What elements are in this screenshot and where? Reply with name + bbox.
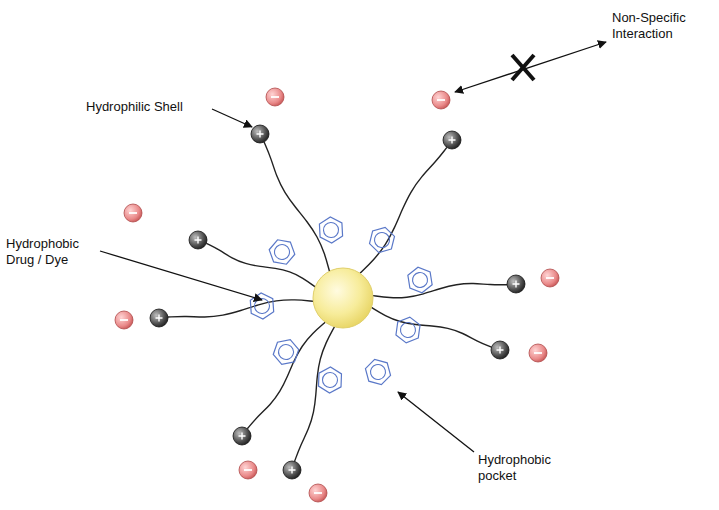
anion-ball: [124, 204, 142, 222]
core-sphere: [313, 268, 373, 328]
cation-ball: [150, 309, 168, 327]
benzene-ring: [364, 357, 392, 388]
benzene-ring: [271, 336, 301, 368]
polymer-chain: [264, 142, 329, 271]
ring-outline: [395, 316, 421, 345]
ring-circle: [400, 322, 417, 339]
cation-group: [150, 309, 168, 327]
anion-group: [309, 484, 327, 502]
benzene-ring: [395, 316, 421, 345]
minus-sign: [314, 492, 322, 494]
anion-ball: [432, 91, 450, 109]
minus-sign: [271, 96, 279, 98]
cation-group: [507, 275, 525, 293]
minus-sign: [244, 469, 252, 471]
minus-sign: [546, 277, 554, 279]
polymer-chain: [206, 243, 315, 287]
anion-group: [529, 344, 547, 362]
polymer-chain: [373, 283, 507, 297]
ring-circle: [369, 363, 387, 381]
ring-outline: [368, 225, 396, 256]
plus-sign: [156, 315, 163, 322]
plus-sign: [257, 131, 264, 138]
anion-group: [266, 88, 284, 106]
cation-ball: [251, 125, 269, 143]
minus-sign: [129, 212, 137, 214]
cation-ball: [283, 461, 301, 479]
cross-mark: [512, 55, 534, 80]
ring-outline: [250, 292, 274, 320]
shell-label: Hydrophilic Shell: [86, 99, 226, 115]
double-arrow: [455, 42, 606, 92]
cation-ball: [233, 427, 251, 445]
polymer-chain: [168, 300, 313, 317]
ring-outline: [407, 265, 433, 294]
cation-ball: [443, 131, 461, 149]
anion-ball: [266, 88, 284, 106]
cation-group: [443, 131, 461, 149]
ring-circle: [272, 242, 291, 261]
benzene-ring: [319, 216, 343, 243]
plus-sign: [239, 433, 246, 440]
leader-arrow: [100, 251, 262, 300]
benzene-ring: [267, 236, 297, 268]
minus-sign: [534, 352, 542, 354]
benzene-ring: [407, 265, 433, 294]
cation-group: [251, 125, 269, 143]
ring-outline: [267, 236, 297, 268]
anion-group: [541, 269, 559, 287]
leader-arrow: [398, 392, 474, 452]
cation-ball: [189, 231, 207, 249]
anion-group: [115, 311, 133, 329]
plus-sign: [289, 467, 296, 474]
drug-label: Hydrophobic Drug / Dye: [6, 236, 98, 268]
leader-arrow: [212, 109, 252, 127]
polymer-chain: [360, 147, 447, 273]
ring-outline: [364, 357, 392, 388]
anion-ball: [239, 461, 257, 479]
interaction-label: Non-Specific Interaction: [612, 10, 712, 42]
plus-sign: [513, 281, 520, 288]
anion-ball: [309, 484, 327, 502]
ring-outline: [318, 367, 341, 394]
benzene-ring: [368, 225, 396, 256]
ring-circle: [411, 271, 428, 288]
pocket-label: Hydrophobic pocket: [478, 452, 568, 484]
anion-group: [124, 204, 142, 222]
ring-outline: [319, 216, 343, 243]
cation-ball: [491, 341, 509, 359]
anion-ball: [541, 269, 559, 287]
cation-group: [189, 231, 207, 249]
plus-sign: [497, 347, 504, 354]
benzene-rings: [250, 216, 433, 393]
ring-circle: [254, 298, 270, 314]
plus-sign: [449, 137, 456, 144]
minus-sign: [437, 99, 445, 101]
ring-outline: [271, 336, 301, 368]
anion-ball: [529, 344, 547, 362]
cation-ball: [507, 275, 525, 293]
ring-circle: [322, 372, 338, 388]
cation-group: [233, 427, 251, 445]
charged-groups: [115, 88, 559, 502]
cross-stroke: [512, 55, 534, 80]
anion-group: [432, 91, 450, 109]
ring-circle: [323, 222, 339, 238]
anion-ball: [115, 311, 133, 329]
cross-stroke: [512, 55, 534, 80]
benzene-ring: [250, 292, 274, 320]
benzene-ring: [318, 367, 341, 394]
polymer-chain: [295, 327, 335, 462]
anion-group: [239, 461, 257, 479]
cation-group: [491, 341, 509, 359]
polymer-chains: [168, 142, 507, 461]
plus-sign: [195, 237, 202, 244]
ring-circle: [373, 231, 391, 249]
minus-sign: [120, 319, 128, 321]
ring-circle: [276, 342, 295, 361]
polymer-chain: [371, 307, 491, 347]
cation-group: [283, 461, 301, 479]
